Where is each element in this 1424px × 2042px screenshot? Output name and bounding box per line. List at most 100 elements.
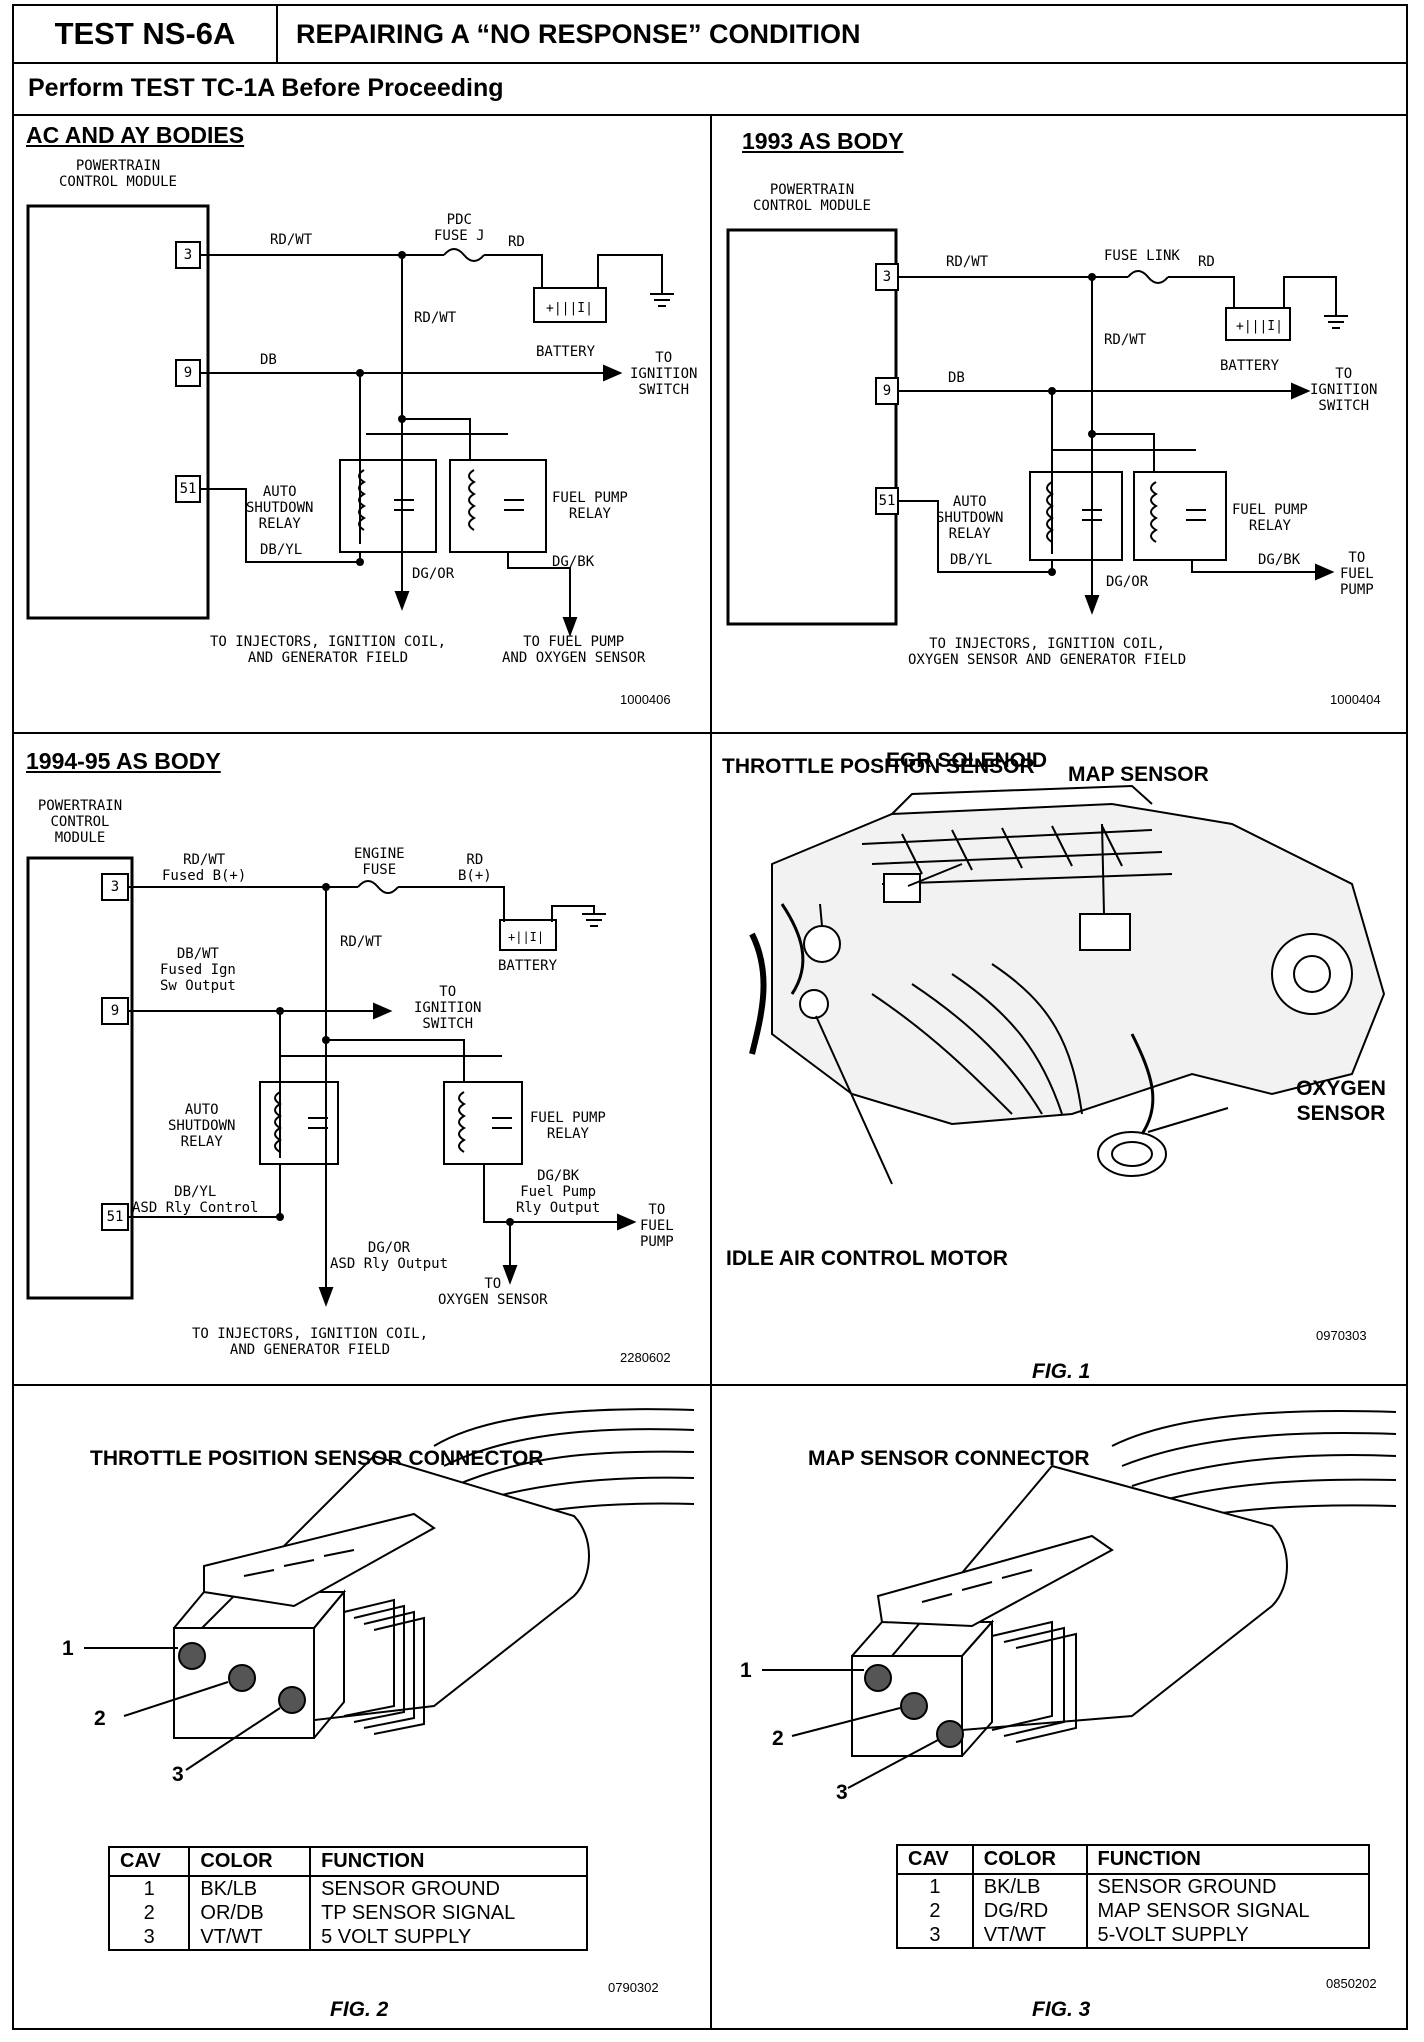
wire-label-dgor: DG/OR ASD Rly Output [330, 1240, 449, 1272]
pin-9: 9 [110, 1003, 120, 1019]
label-egr-solenoid: EGR SOLENOID [886, 749, 1048, 772]
column-header: FUNCTION [1085, 1845, 1369, 1875]
panel-1993-as-body: 1993 AS BODY [712, 114, 1410, 732]
callout-3: 3 [172, 1763, 184, 1786]
to-fuel-pump-label: TO FUEL PUMP [640, 1202, 674, 1250]
wire-label-dbyl: DB/YL [950, 552, 993, 568]
prerequisite-text: Perform TEST TC-1A Before Proceeding [28, 74, 504, 102]
panel-fig2-tps-connector: THROTTLE POSITION SENSOR CONNECTOR 1 2 3… [14, 1386, 710, 2030]
table-cell: VT/WT [971, 1923, 1087, 1948]
pin-3: 3 [183, 247, 193, 263]
wire-label-dbyl: DB/YL ASD Rly Control [132, 1184, 259, 1216]
fuse-label: PDC FUSE J [434, 212, 485, 244]
image-number: 1000406 [620, 692, 671, 707]
table-cell: TP SENSOR SIGNAL [309, 1901, 587, 1925]
header-bar: TEST NS-6A REPAIRING A “NO RESPONSE” CON… [14, 6, 1406, 64]
wire-label-db: DB [260, 352, 277, 368]
page-frame: TEST NS-6A REPAIRING A “NO RESPONSE” CON… [12, 4, 1408, 2030]
svg-text:+|||I|: +|||I| [1236, 319, 1283, 334]
table-cell: DG/RD [971, 1899, 1087, 1923]
callout-2: 2 [94, 1707, 106, 1730]
pin-51: 51 [106, 1209, 124, 1225]
battery-label: BATTERY [498, 958, 558, 974]
to-injectors-label: TO INJECTORS, IGNITION COIL, AND GENERAT… [192, 1326, 429, 1358]
svg-text:+|||I|: +|||I| [546, 301, 593, 316]
wire-label-dbyl: DB/YL [260, 542, 303, 558]
svg-text:+||I|: +||I| [508, 930, 544, 944]
table-cell: BK/LB [188, 1876, 311, 1901]
table-cell: SENSOR GROUND [309, 1876, 587, 1901]
as93-schematic: +|||I| [726, 228, 1348, 626]
pinout-table: CAV COLOR FUNCTION 1 BK/LB SENSOR GROUND… [896, 1844, 1370, 1949]
callout-1: 1 [62, 1637, 74, 1660]
callout-1: 1 [740, 1659, 752, 1682]
ignition-label: TO IGNITION SWITCH [414, 984, 482, 1032]
figure-caption: FIG. 1 [1032, 1360, 1091, 1383]
wire-label-dgor: DG/OR [412, 566, 455, 582]
image-number: 0790302 [608, 1980, 659, 1995]
panel-fig1-engine: THROTTLE POSITION SENSOR EGR SOLENOID MA… [712, 734, 1410, 1384]
image-number: 1000404 [1330, 692, 1381, 707]
pcm-label: POWERTRAIN CONTROL MODULE [752, 182, 871, 214]
ac-ay-schematic: +|||I| [26, 204, 674, 637]
table-cell: OR/DB [188, 1901, 311, 1925]
battery-label: BATTERY [536, 344, 596, 360]
label-oxygen-sensor: OXYGEN SENSOR [1296, 1077, 1386, 1125]
panel-1994-95-as-body: 1994-95 AS BODY [14, 734, 710, 1384]
panel-fig3-map-connector: MAP SENSOR CONNECTOR 1 2 3 CAV COLOR FUN… [712, 1386, 1410, 2030]
column-header: FUNCTION [309, 1847, 587, 1877]
wire-label-rdwt: RD/WT Fused B(+) [162, 852, 247, 884]
panel-title: 1994-95 AS BODY [26, 748, 221, 774]
column-header: COLOR [188, 1847, 311, 1877]
wire-label-rd: RD B(+) [458, 852, 492, 884]
figure-caption: FIG. 2 [330, 1998, 389, 2021]
table-row: 2 OR/DB TP SENSOR SIGNAL [109, 1901, 587, 1925]
asd-relay-label: AUTO SHUTDOWN RELAY [246, 484, 314, 532]
table-cell: BK/LB [971, 1874, 1087, 1899]
row-divider-2 [14, 1384, 1406, 1386]
wire-label-vertical: RD/WT [340, 934, 383, 950]
fuse-label: FUSE LINK [1104, 248, 1180, 264]
to-oxygen-label: TO OXYGEN SENSOR [438, 1276, 548, 1308]
table-cell: 3 [143, 1926, 155, 1948]
ignition-label: TO IGNITION SWITCH [630, 350, 698, 398]
column-header: CAV [109, 1847, 190, 1877]
table-cell: 1 [929, 1876, 941, 1898]
as9495-schematic: +||I| [26, 856, 637, 1307]
label-throttle-position-sensor: THROTTLE POSITION SENSOR [722, 755, 1035, 778]
wire-label-rd: RD [1198, 254, 1215, 270]
test-id: TEST NS-6A [14, 6, 278, 62]
label-idle-air-control-motor: IDLE AIR CONTROL MOTOR [726, 1247, 1008, 1270]
table-row: 2 DG/RD MAP SENSOR SIGNAL [897, 1899, 1369, 1923]
table-row: 3 VT/WT 5-VOLT SUPPLY [897, 1923, 1369, 1948]
table-cell: 2 [929, 1900, 941, 1922]
table-header-row: CAV COLOR FUNCTION [109, 1847, 587, 1877]
table-cell: 2 [143, 1902, 155, 1924]
label-map-sensor: MAP SENSOR [1068, 763, 1209, 786]
panel-title: 1993 AS BODY [742, 128, 904, 154]
pin-3: 3 [882, 269, 892, 285]
asd-relay-label: AUTO SHUTDOWN RELAY [936, 494, 1004, 542]
wire-label-db: DB [948, 370, 965, 386]
pin-9: 9 [882, 383, 892, 399]
wire-label-rd: RD [508, 234, 525, 250]
wire-label-rdwt: RD/WT [946, 254, 989, 270]
wire-label-dgbk: DG/BK [552, 554, 595, 570]
wire-label-dgbk: DG/BK [1258, 552, 1301, 568]
connector-title: THROTTLE POSITION SENSOR CONNECTOR [90, 1447, 544, 1470]
prerequisite-bar: Perform TEST TC-1A Before Proceeding [14, 62, 1406, 116]
panel-ac-ay-bodies: AC AND AY BODIES [14, 114, 710, 732]
fp-relay-label: FUEL PUMP RELAY [1232, 502, 1308, 534]
map-connector-illustration [762, 1410, 1397, 1789]
pcm-label: POWERTRAIN CONTROL MODULE [37, 798, 123, 846]
wire-label-vertical: RD/WT [414, 310, 457, 326]
wire-label-rdwt: RD/WT [270, 232, 313, 248]
table-cell: VT/WT [188, 1925, 311, 1950]
connector-title: MAP SENSOR CONNECTOR [808, 1447, 1090, 1470]
panel-title: AC AND AY BODIES [26, 122, 245, 148]
image-number: 0970303 [1316, 1328, 1367, 1343]
pinout-table: CAV COLOR FUNCTION 1 BK/LB SENSOR GROUND… [108, 1846, 588, 1951]
ignition-label: TO IGNITION SWITCH [1310, 366, 1378, 414]
wire-label-dgor: DG/OR [1106, 574, 1149, 590]
table-cell: MAP SENSOR SIGNAL [1085, 1899, 1369, 1923]
